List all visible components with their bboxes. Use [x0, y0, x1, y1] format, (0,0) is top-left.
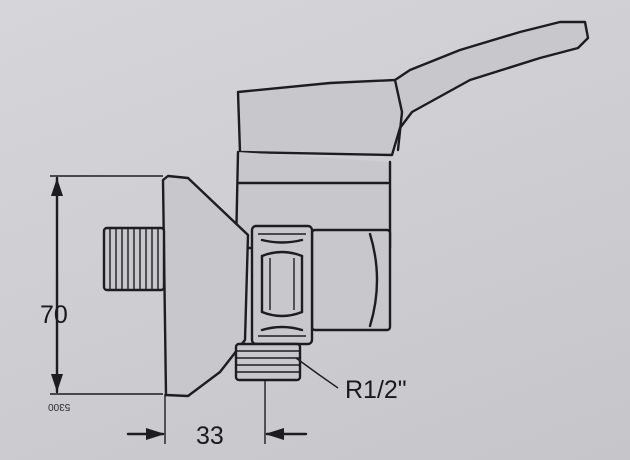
offset-dimension	[126, 380, 308, 444]
drawing-code-label: 5300	[48, 401, 71, 412]
height-dimension-label: 70	[40, 301, 68, 329]
offset-dimension-label: 33	[196, 422, 224, 450]
threaded-outlet	[234, 342, 302, 382]
thread-size-label: R1/2"	[345, 376, 407, 404]
hex-nut	[250, 224, 314, 346]
threaded-inlet	[102, 226, 166, 292]
thread-leader	[295, 357, 339, 389]
height-dimension	[50, 175, 163, 395]
lever-handle	[236, 20, 590, 157]
valve-body	[234, 150, 392, 332]
wall-flange	[161, 174, 250, 398]
